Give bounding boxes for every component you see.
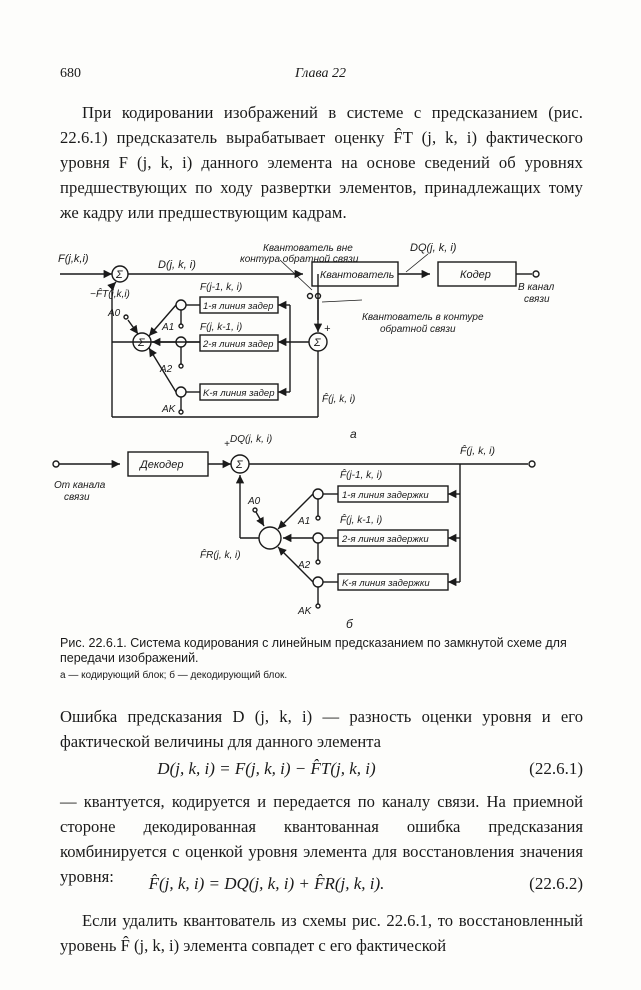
caption-legend: а — кодирующий блок; б — декодирующий бл… bbox=[60, 670, 288, 681]
subfigure-b-letter: б bbox=[346, 617, 354, 631]
switch-contact bbox=[314, 292, 322, 300]
sigma-2: Σ bbox=[137, 337, 145, 349]
decoder-delay2-label: 2-я линия задержки bbox=[341, 534, 429, 545]
equation-body: F̂(j, k, i) = DQ(j, k, i) + F̂R(j, k, i)… bbox=[148, 874, 385, 893]
from-channel-label-1: От канала bbox=[54, 480, 106, 491]
encoder-input-label: F(j,k,i) bbox=[58, 253, 89, 265]
decoder-diagram bbox=[52, 451, 536, 609]
sigma-1: Σ bbox=[115, 269, 123, 281]
paragraph-1: При кодировании изображений в системе с … bbox=[60, 103, 583, 222]
subfigure-a-letter: a bbox=[350, 427, 357, 441]
encoder-predictor-sum bbox=[132, 332, 152, 352]
decoder-tap-a1 bbox=[315, 515, 321, 521]
encoder-multiplier-1 bbox=[175, 299, 187, 311]
equation-body: D(j, k, i) = F(j, k, i) − F̂T(j, k, i) bbox=[157, 759, 376, 778]
page-number: 680 bbox=[60, 66, 81, 81]
quant-outside-label-2: контура обратной связи bbox=[240, 253, 359, 265]
to-channel-label-2: связи bbox=[524, 294, 550, 305]
switch-contact bbox=[306, 292, 314, 300]
decoder-output-terminal bbox=[528, 460, 536, 468]
ak-label: AK bbox=[161, 404, 177, 415]
decoder-delayk-label: K-я линия задержки bbox=[342, 578, 430, 589]
encoder-multiplier-k bbox=[175, 386, 187, 398]
coefficient-tap-a2 bbox=[178, 363, 184, 369]
to-channel-label-1: В канал bbox=[518, 282, 555, 293]
decoder-a0-label: A0 bbox=[247, 496, 261, 507]
decoder-tap-a2 bbox=[315, 559, 321, 565]
plus-sign: + bbox=[324, 323, 331, 335]
equation-number: (22.6.1) bbox=[529, 759, 583, 778]
decoder-a2-label: A2 bbox=[297, 560, 311, 571]
decoder-dq-label: DQ(j, k, i) bbox=[230, 434, 272, 445]
encoder-diagram bbox=[60, 253, 540, 418]
error-label: D(j, k, i) bbox=[158, 259, 196, 271]
delay1-label: 1-я линия задер bbox=[203, 301, 273, 312]
decoder-a1-label: A1 bbox=[297, 516, 310, 527]
quant-inside-label-2: обратной связи bbox=[380, 323, 456, 335]
equation-22-6-2: F̂(j, k, i) = DQ(j, k, i) + F̂R(j, k, i)… bbox=[60, 874, 583, 902]
decoder-tap1-label: F̂(j-1, k, i) bbox=[340, 467, 382, 481]
decoder-multiplier-k bbox=[312, 576, 324, 588]
channel-input-terminal bbox=[52, 460, 60, 468]
coefficient-tap-a0 bbox=[123, 314, 129, 320]
coefficient-tap-ak bbox=[178, 409, 184, 415]
a1-label: A1 bbox=[161, 322, 174, 333]
quant-inside-label-1: Квантователь в контуре bbox=[362, 312, 484, 323]
tap1-label: F(j-1, k, i) bbox=[200, 282, 242, 293]
decoder-multiplier-2 bbox=[312, 532, 324, 544]
decoder-predictor-sum bbox=[258, 526, 282, 550]
quantizer-label: Квантователь bbox=[320, 269, 394, 281]
decoder-multiplier-1 bbox=[312, 488, 324, 500]
fr-hat-label: F̂R(j, k, i) bbox=[200, 547, 241, 561]
coefficient-tap-a1 bbox=[178, 323, 184, 329]
figure-caption: Рис. 22.6.1. Система кодирования с линей… bbox=[60, 636, 583, 683]
decoder-output-label: F̂(j, k, i) bbox=[460, 443, 495, 457]
channel-output-terminal bbox=[532, 270, 540, 278]
sigma-3: Σ bbox=[313, 337, 321, 349]
equation-number: (22.6.2) bbox=[529, 874, 583, 893]
decoder-label: Декодер bbox=[138, 459, 184, 471]
dq-label: DQ(j, k, i) bbox=[410, 242, 457, 254]
tap2-label: F(j, k-1, i) bbox=[200, 322, 242, 333]
minus-sign: − bbox=[90, 289, 96, 300]
a0-label: A0 bbox=[107, 308, 121, 319]
chapter-title: Глава 22 bbox=[295, 66, 346, 81]
paragraph-3: — квантуется, кодируется и передается по… bbox=[60, 792, 583, 886]
figure-22-6-1: F(j,k,i) D(j, k, i) Квантователь вне кон… bbox=[50, 242, 591, 632]
from-channel-label-2: связи bbox=[64, 492, 90, 503]
decoder-tap-ak bbox=[315, 603, 321, 609]
coder-label: Кодер bbox=[460, 269, 491, 281]
decoder-ak-label: AK bbox=[297, 606, 313, 617]
block-diagram: F(j,k,i) D(j, k, i) Квантователь вне кон… bbox=[52, 242, 555, 631]
decoder-tap-a0 bbox=[252, 507, 258, 513]
decoder-delay1-label: 1-я линия задержки bbox=[342, 490, 429, 501]
caption-title: Рис. 22.6.1. Система кодирования с линей… bbox=[60, 636, 567, 665]
quant-outside-label-1: Квантователь вне bbox=[263, 243, 353, 254]
equation-22-6-1: D(j, k, i) = F(j, k, i) − F̂T(j, k, i) (… bbox=[60, 759, 583, 787]
running-head: 680 Глава 22 bbox=[60, 66, 581, 88]
decoder-plus-sign: + bbox=[224, 439, 230, 450]
f-hat-label: F̂(j, k, i) bbox=[322, 391, 355, 405]
paragraph-2: Ошибка предсказания D (j, k, i) — разнос… bbox=[60, 707, 583, 751]
decoder-tap2-label: F̂(j, k-1, i) bbox=[340, 512, 382, 526]
delay2-label: 2-я линия задер bbox=[202, 339, 273, 350]
ft-hat-label: F̂T(j,k,i) bbox=[96, 286, 130, 300]
decoder-sigma: Σ bbox=[235, 459, 243, 471]
paragraph-4: Если удалить квантователь из схемы рис. … bbox=[60, 911, 583, 955]
a2-label: A2 bbox=[159, 364, 173, 375]
delayk-label: K-я линия задер bbox=[203, 388, 275, 399]
